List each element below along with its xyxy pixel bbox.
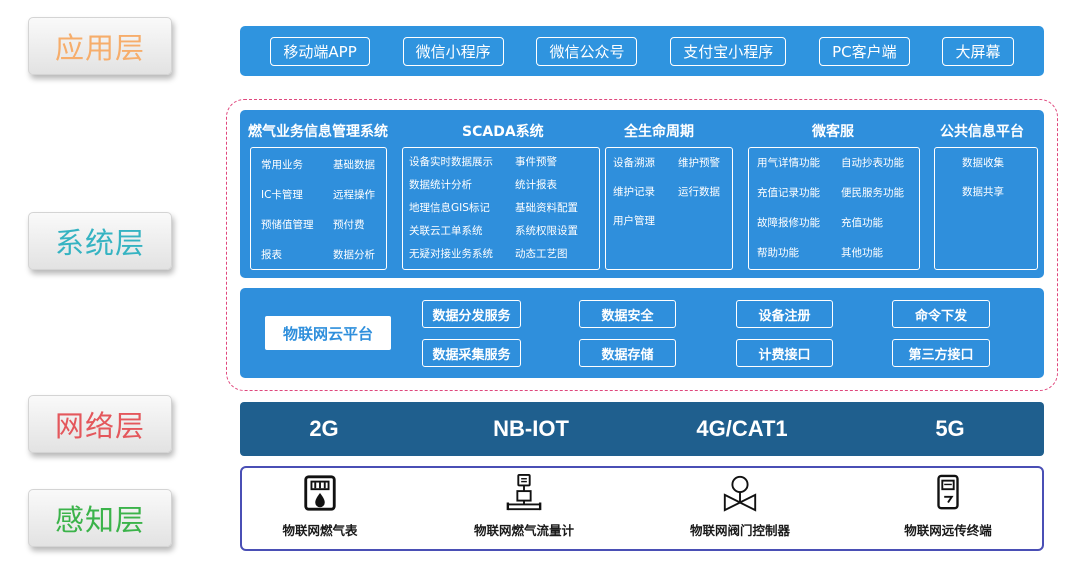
- module-item: 维护记录: [613, 186, 655, 198]
- perception-item-label: 物联网燃气表: [282, 523, 358, 538]
- app-item-pc-client: PC客户端: [819, 36, 910, 66]
- layer-label-app: 应用层: [28, 17, 172, 75]
- module-item: 统计报表: [515, 179, 557, 191]
- module-item: 数据共享: [962, 186, 1004, 198]
- module-item: 故障报修功能: [757, 217, 820, 229]
- iot-service-data-storage: 数据存储: [579, 339, 676, 367]
- perception-item-flow-meter: 物联网燃气流量计: [434, 468, 614, 539]
- module-item: 数据分析: [333, 249, 375, 261]
- module-item: 用气详情功能: [757, 157, 820, 169]
- perception-item-label: 物联网燃气流量计: [473, 523, 574, 538]
- module-box-scada: 设备实时数据展示 事件预警 数据统计分析 统计报表 地理信息GIS标记 基础资料…: [402, 147, 600, 270]
- module-item: 事件预警: [515, 156, 557, 168]
- module-item: 数据统计分析: [409, 179, 472, 191]
- module-item: 地理信息GIS标记: [409, 202, 490, 214]
- perception-item-label: 物联网远传终端: [904, 523, 992, 538]
- perception-item-gas-meter: 物联网燃气表: [230, 468, 410, 539]
- app-layer-bar: 移动端APP 微信小程序 微信公众号 支付宝小程序 PC客户端 大屏幕: [240, 26, 1044, 76]
- perception-item-valve-controller: 物联网阀门控制器: [650, 468, 830, 539]
- module-title-scada: SCADA系统: [462, 124, 544, 140]
- iot-service-device-registration: 设备注册: [736, 300, 833, 328]
- layer-label-perception: 感知层: [28, 489, 172, 547]
- module-item: 系统权限设置: [515, 225, 578, 237]
- module-box-public-info: 数据收集 数据共享: [934, 147, 1038, 270]
- module-title-gas-mis: 燃气业务信息管理系统: [248, 124, 388, 140]
- perception-item-label: 物联网阀门控制器: [689, 523, 790, 538]
- module-item: 用户管理: [613, 215, 655, 227]
- module-item: 其他功能: [841, 247, 883, 259]
- network-item-2g: 2G: [309, 416, 339, 441]
- network-item-4g-cat1: 4G/CAT1: [696, 416, 788, 441]
- perception-layer-bar: 物联网燃气表 物联网燃气流量计 物联网阀门控制器: [240, 466, 1044, 551]
- module-item: 帮助功能: [757, 247, 799, 259]
- system-layer-frame: [226, 99, 1058, 391]
- module-item: 充值记录功能: [757, 187, 820, 199]
- system-modules-panel: 燃气业务信息管理系统 SCADA系统 全生命周期 微客服 公共信息平台 常用业务…: [240, 110, 1044, 278]
- module-item: 便民服务功能: [841, 187, 904, 199]
- app-item-alipay-mini-program: 支付宝小程序: [670, 36, 787, 66]
- app-item-wechat-mini-program: 微信小程序: [402, 36, 504, 66]
- module-box-lifecycle: 设备溯源 维护预警 维护记录 运行数据 用户管理: [605, 147, 733, 270]
- module-item: 远程操作: [333, 189, 375, 201]
- module-box-micro-service: 用气详情功能 自动抄表功能 充值记录功能 便民服务功能 故障报修功能 充值功能 …: [748, 147, 920, 270]
- module-item: 充值功能: [841, 217, 883, 229]
- module-item: 预付费: [333, 219, 365, 231]
- module-box-gas-mis: 常用业务 基础数据 IC卡管理 远程操作 预储值管理 预付费 报表 数据分析: [250, 147, 387, 270]
- network-layer-bar: 2G NB-IOT 4G/CAT1 5G: [240, 402, 1044, 456]
- module-item: 无疑对接业务系统: [409, 248, 493, 260]
- remote-terminal-icon: [937, 474, 959, 510]
- module-item: 数据收集: [962, 157, 1004, 169]
- module-item: 动态工艺图: [515, 248, 568, 260]
- perception-item-remote-terminal: 物联网远传终端: [858, 468, 1038, 539]
- app-item-big-screen: 大屏幕: [942, 36, 1014, 66]
- iot-service-third-party-interface: 第三方接口: [892, 339, 990, 367]
- layer-label-network: 网络层: [28, 395, 172, 453]
- network-item-5g: 5G: [935, 416, 965, 441]
- module-item: 维护预警: [678, 157, 720, 169]
- module-item: 预储值管理: [261, 219, 314, 231]
- iot-service-command-dispatch: 命令下发: [892, 300, 990, 328]
- module-title-micro-service: 微客服: [812, 124, 854, 140]
- module-item: 设备溯源: [613, 157, 655, 169]
- module-title-public-info: 公共信息平台: [940, 124, 1024, 140]
- iot-service-data-security: 数据安全: [579, 300, 676, 328]
- module-item: 报表: [261, 249, 282, 261]
- module-item: 设备实时数据展示: [409, 156, 493, 168]
- iot-platform-panel: 物联网云平台 数据分发服务 数据采集服务 数据安全 数据存储 设备注册 计费接口…: [240, 288, 1044, 378]
- iot-service-data-collection: 数据采集服务: [422, 339, 521, 367]
- valve-controller-icon: [723, 475, 757, 512]
- module-item: 关联云工单系统: [409, 225, 483, 237]
- iot-service-data-distribution: 数据分发服务: [422, 300, 521, 328]
- app-item-wechat-official-account: 微信公众号: [536, 36, 638, 66]
- flow-meter-icon: [506, 474, 542, 511]
- module-item: 自动抄表功能: [841, 157, 904, 169]
- layer-label-system: 系统层: [28, 212, 172, 270]
- app-item-mobile-app: 移动端APP: [270, 36, 370, 66]
- iot-platform-name: 物联网云平台: [265, 316, 391, 350]
- module-item: 常用业务: [261, 159, 303, 171]
- module-title-lifecycle: 全生命周期: [624, 124, 694, 140]
- module-item: 运行数据: [678, 186, 720, 198]
- network-item-nb-iot: NB-IOT: [493, 416, 569, 441]
- module-item: 基础资料配置: [515, 202, 578, 214]
- module-item: 基础数据: [333, 159, 375, 171]
- iot-service-billing-interface: 计费接口: [736, 339, 833, 367]
- module-item: IC卡管理: [261, 189, 303, 201]
- gas-meter-icon: [304, 475, 336, 511]
